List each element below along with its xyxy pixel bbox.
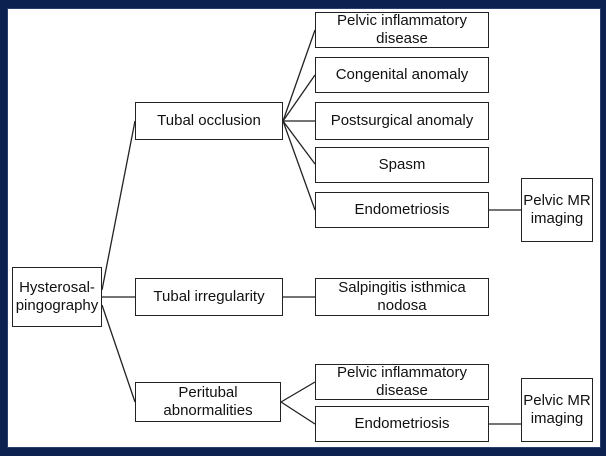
link-occ-2 <box>282 74 316 122</box>
cause-irregularity-sin: Salpingitis isthmica nodosa <box>315 278 489 316</box>
followup-pelvic-mr-top: Pelvic MR imaging <box>521 178 593 242</box>
cause-peritubal-pid: Pelvic inflammatory disease <box>315 364 489 400</box>
cause-occlusion-postsurgical: Postsurgical anomaly <box>315 102 489 140</box>
followup-pelvic-mr-bottom: Pelvic MR imaging <box>521 378 593 442</box>
category-tubal-irregularity: Tubal irregularity <box>135 278 283 316</box>
link-root-occlusion <box>101 120 136 291</box>
root-hysterosalpingography: Hysterosal- pingography <box>12 267 102 327</box>
link-root-peritubal <box>101 304 136 403</box>
diagram-frame <box>7 8 601 448</box>
link-peri-1 <box>280 381 316 403</box>
link-occ-5 <box>282 120 316 211</box>
cause-occlusion-congenital: Congenital anomaly <box>315 57 489 93</box>
category-tubal-occlusion: Tubal occlusion <box>135 102 283 140</box>
link-peri-2 <box>280 401 316 425</box>
link-occ-1 <box>282 29 316 122</box>
cause-occlusion-endometriosis: Endometriosis <box>315 192 489 228</box>
link-occ-4 <box>282 120 316 165</box>
cause-occlusion-spasm: Spasm <box>315 147 489 183</box>
category-peritubal-abnormalities: Peritubal abnormalities <box>135 382 281 422</box>
cause-occlusion-pid: Pelvic inflammatory disease <box>315 12 489 48</box>
cause-peritubal-endometriosis: Endometriosis <box>315 406 489 442</box>
